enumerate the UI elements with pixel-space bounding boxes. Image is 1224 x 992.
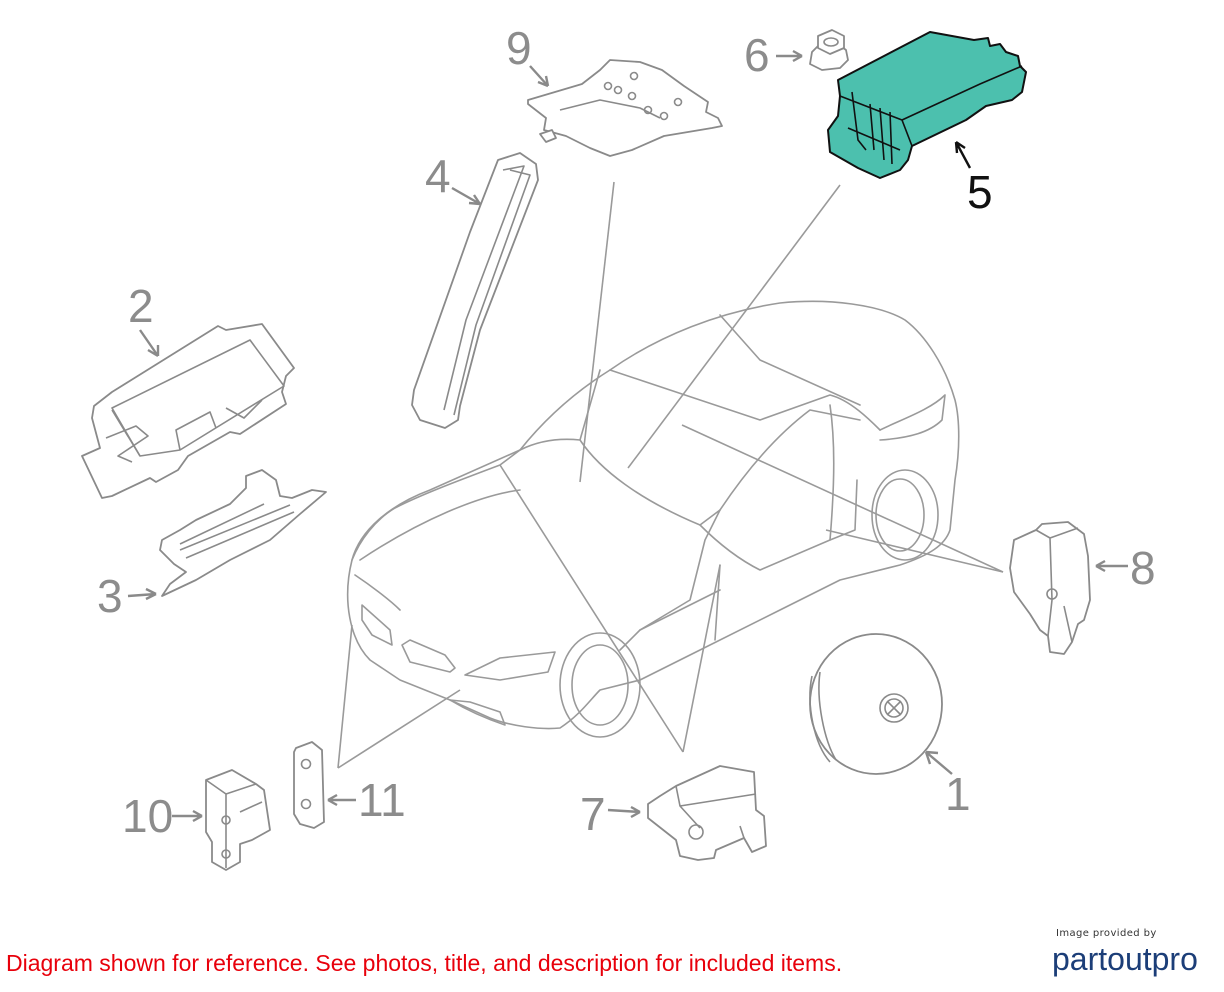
part-8-side-impact-sensor[interactable] <box>1009 521 1091 655</box>
callout-11: 11 <box>358 774 406 826</box>
callout-7: 7 <box>580 788 606 840</box>
callout-arrows <box>127 49 1128 823</box>
car-outline <box>346 300 960 738</box>
callout-3: 3 <box>97 570 123 622</box>
callout-10: 10 <box>122 790 173 842</box>
brand-name: partoutpro <box>1052 941 1198 977</box>
callout-labels: 1 2 3 4 5 6 7 8 9 10 11 <box>97 22 1156 842</box>
callout-4: 4 <box>425 150 451 202</box>
reference-disclaimer: Diagram shown for reference. See photos,… <box>6 950 843 976</box>
brand-logo: Image provided by partoutpro <box>1052 928 1212 979</box>
part-10-sensor-bracket[interactable] <box>205 769 271 871</box>
part-6-hex-nut[interactable] <box>809 29 849 71</box>
part-2-airbag-module[interactable] <box>81 323 295 499</box>
part-3-mounting-bracket[interactable] <box>159 469 327 597</box>
callout-6: 6 <box>744 29 770 81</box>
part-7-front-impact-sensor[interactable] <box>647 765 767 861</box>
callout-1: 1 <box>945 768 971 820</box>
leader-lines <box>337 181 1004 769</box>
callout-2: 2 <box>128 280 154 332</box>
callout-9: 9 <box>506 22 532 74</box>
part-9-seat-sensor-mat[interactable] <box>527 59 723 157</box>
part-4-side-airbag[interactable] <box>411 152 539 429</box>
part-1-steering-wheel-airbag[interactable] <box>809 633 943 775</box>
brand-caption: Image provided by <box>1056 928 1157 939</box>
callout-5: 5 <box>967 166 993 218</box>
part-11-flat-bracket[interactable] <box>293 741 325 829</box>
part-5-airbag-control-module[interactable] <box>827 31 1027 179</box>
callout-8: 8 <box>1130 542 1156 594</box>
